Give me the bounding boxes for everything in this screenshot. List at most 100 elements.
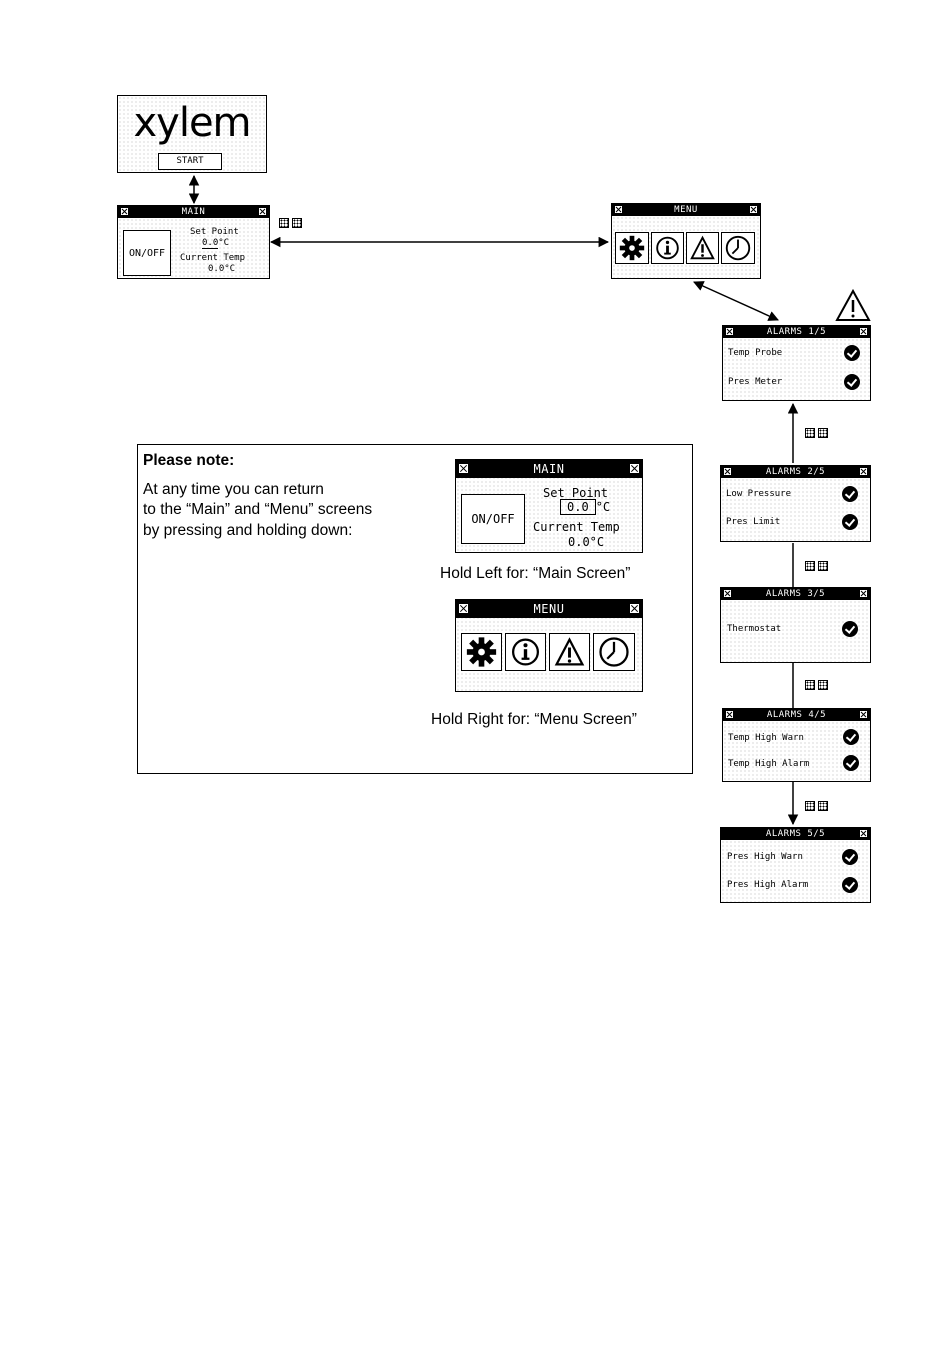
title-bar: MENU <box>612 204 760 216</box>
title-bar: MAIN <box>456 460 642 478</box>
right-key-icon <box>860 468 867 475</box>
screen-title: MENU <box>674 205 698 215</box>
current-temp-label: Current Temp <box>180 253 246 263</box>
up-down-keys-icon <box>805 428 828 438</box>
alarm-item: Pres Meter <box>728 377 783 387</box>
info-icon[interactable] <box>651 232 684 264</box>
alarm-item: Temp High Warn <box>728 733 804 743</box>
screen-title: MENU <box>533 602 565 616</box>
screen-title: MAIN <box>181 207 206 217</box>
note-heading: Please note: <box>143 452 235 469</box>
caption-main: Hold Left for: “Main Screen” <box>440 565 631 582</box>
setpoint-value-row: 0.0°C <box>202 238 230 249</box>
start-screen: xylem START <box>117 95 267 173</box>
screen-title: ALARMS 5/5 <box>765 829 826 839</box>
left-key-icon <box>724 468 731 475</box>
alarm-item: Temp Probe <box>728 348 783 358</box>
check-icon <box>844 374 860 390</box>
right-key-icon <box>860 328 867 335</box>
screen-title: ALARMS 2/5 <box>765 467 826 477</box>
gear-icon[interactable] <box>615 232 649 264</box>
left-key-icon <box>121 208 128 215</box>
screen-title: MAIN <box>533 462 565 476</box>
check-icon <box>842 621 858 637</box>
left-right-keys-icon <box>279 218 302 228</box>
current-temp-label: Current Temp <box>533 520 620 534</box>
title-bar: ALARMS 2/5 <box>721 466 870 478</box>
check-icon <box>843 755 859 771</box>
setpoint-value[interactable]: 0.0 <box>560 499 596 515</box>
right-key-icon <box>630 604 639 613</box>
warning-icon <box>835 288 871 321</box>
alarms-screen-1: ALARMS 1/5 Temp Probe Pres Meter <box>722 325 871 401</box>
alarms-screen-5: ALARMS 5/5 Pres High Warn Pres High Alar… <box>720 827 871 903</box>
gear-icon[interactable] <box>461 633 502 671</box>
title-bar: MAIN <box>118 206 269 218</box>
warning-icon[interactable] <box>549 633 590 671</box>
screen-title: ALARMS 4/5 <box>766 710 827 720</box>
arrow-menu-alarms <box>693 281 779 321</box>
note-line: by pressing and holding down: <box>143 522 353 539</box>
info-icon[interactable] <box>505 633 546 671</box>
check-icon <box>842 486 858 502</box>
menu-screen-large: MENU <box>455 599 643 692</box>
onoff-button[interactable]: ON/OFF <box>461 494 525 544</box>
up-down-keys-icon <box>805 801 828 811</box>
left-key-icon <box>726 711 733 718</box>
left-key-icon <box>726 328 733 335</box>
screen-title: ALARMS 3/5 <box>765 589 826 599</box>
right-key-icon <box>860 830 867 837</box>
note-line: to the “Main” and “Menu” screens <box>143 501 373 518</box>
left-key-icon <box>459 464 468 473</box>
check-icon <box>842 877 858 893</box>
title-bar: ALARMS 1/5 <box>723 326 870 338</box>
title-bar: ALARMS 4/5 <box>723 709 870 721</box>
alarm-item: Pres Limit <box>726 517 781 527</box>
onoff-button[interactable]: ON/OFF <box>123 230 171 276</box>
warning-icon[interactable] <box>686 232 719 264</box>
setpoint-label: Set Point <box>190 227 239 237</box>
title-bar: ALARMS 5/5 <box>721 828 870 840</box>
note-line: At any time you can return <box>143 481 324 498</box>
setpoint-unit: °C <box>218 238 230 248</box>
caption-menu: Hold Right for: “Menu Screen” <box>431 711 637 728</box>
alarm-item: Temp High Alarm <box>728 759 810 769</box>
title-bar: ALARMS 3/5 <box>721 588 870 600</box>
main-screen-large: MAIN ON/OFF Set Point 0.0°C Current Temp… <box>455 459 643 553</box>
alarm-item: Pres High Alarm <box>727 880 809 890</box>
title-bar: MENU <box>456 600 642 618</box>
main-screen: MAIN ON/OFF Set Point 0.0°C Current Temp… <box>117 205 270 279</box>
alarms-screen-3: ALARMS 3/5 Thermostat <box>720 587 871 663</box>
note-box: Please note: At any time you can return … <box>137 444 693 774</box>
clock-icon[interactable] <box>593 633 635 671</box>
up-down-keys-icon <box>805 680 828 690</box>
start-button[interactable]: START <box>158 153 222 170</box>
setpoint-value[interactable]: 0.0 <box>202 238 219 249</box>
check-icon <box>844 345 860 361</box>
alarm-item: Pres High Warn <box>727 852 803 862</box>
left-key-icon <box>459 604 468 613</box>
xylem-logo: xylem <box>133 100 251 146</box>
current-temp-value: 0.0°C <box>208 264 236 274</box>
right-key-icon <box>860 590 867 597</box>
alarm-item: Low Pressure <box>726 489 792 499</box>
check-icon <box>842 849 858 865</box>
check-icon <box>843 729 859 745</box>
clock-icon[interactable] <box>721 232 755 264</box>
right-key-icon <box>750 206 757 213</box>
left-key-icon <box>615 206 622 213</box>
check-icon <box>842 514 858 530</box>
alarms-screen-4: ALARMS 4/5 Temp High Warn Temp High Alar… <box>722 708 871 782</box>
right-key-icon <box>259 208 266 215</box>
right-key-icon <box>630 464 639 473</box>
left-key-icon <box>724 590 731 597</box>
right-key-icon <box>860 711 867 718</box>
screen-title: ALARMS 1/5 <box>766 327 827 337</box>
menu-screen: MENU <box>611 203 761 279</box>
current-temp-value: 0.0°C <box>568 535 605 549</box>
alarm-item: Thermostat <box>727 624 782 634</box>
setpoint-label: Set Point <box>543 486 609 500</box>
setpoint-value-row: 0.0°C <box>560 499 611 515</box>
setpoint-unit: °C <box>595 500 611 514</box>
